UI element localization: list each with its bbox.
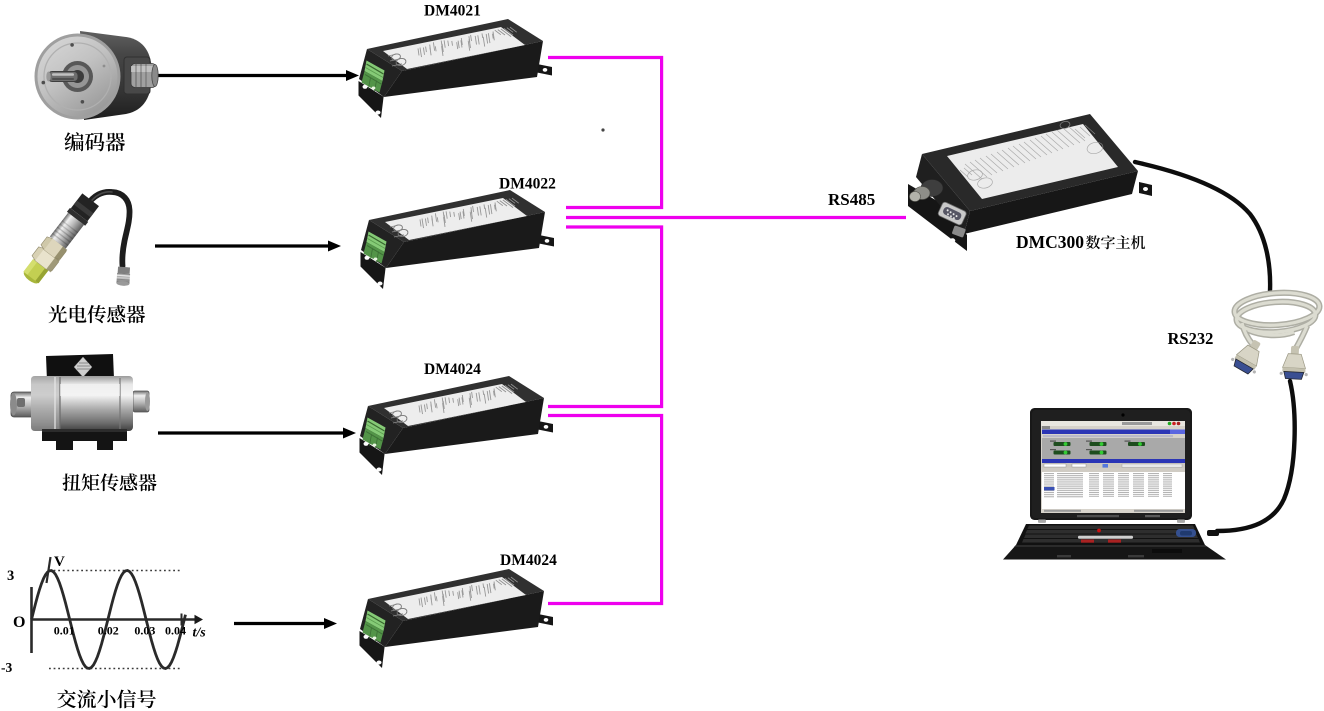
- svg-text:0.02: 0.02: [98, 624, 119, 638]
- svg-text:0.01: 0.01: [54, 624, 75, 638]
- svg-text:V: V: [54, 554, 65, 570]
- svg-text:DMC300: DMC300: [1016, 232, 1084, 252]
- svg-text:DM4021: DM4021: [424, 3, 481, 20]
- svg-text:RS485: RS485: [828, 190, 875, 209]
- svg-text:RS232: RS232: [1168, 329, 1214, 348]
- svg-text:O: O: [13, 614, 25, 631]
- svg-text:t/s: t/s: [193, 626, 207, 641]
- svg-text:0.03: 0.03: [134, 624, 155, 638]
- svg-text:DM4024: DM4024: [424, 361, 481, 378]
- svg-text:3: 3: [7, 568, 14, 584]
- svg-text:DM4022: DM4022: [499, 176, 556, 193]
- svg-text:-3: -3: [1, 660, 12, 675]
- svg-text:0.04: 0.04: [165, 624, 186, 638]
- svg-text:DM4024: DM4024: [500, 552, 557, 569]
